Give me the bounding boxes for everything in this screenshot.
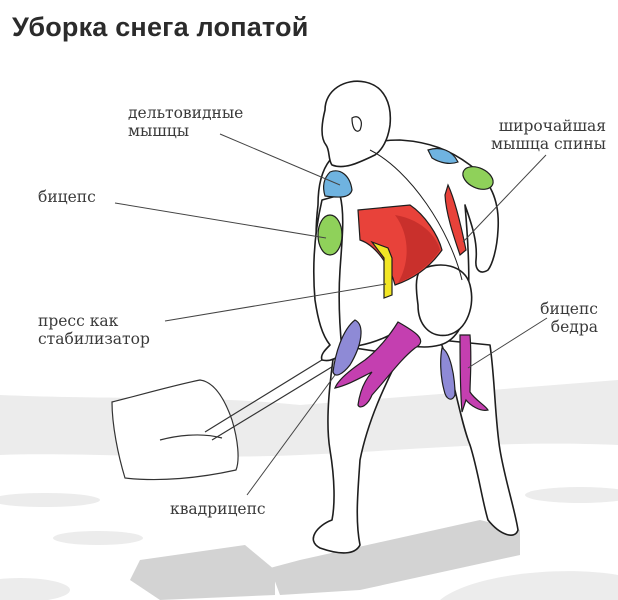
hamstrings-right [459,334,489,413]
label-abs-line1: пресс как [38,312,119,330]
hamstrings-left [334,321,422,408]
label-hamstrings-line2: бедра [550,318,598,336]
label-biceps: бицепс [38,188,96,206]
human-figure [312,80,519,554]
shovel [111,354,336,481]
label-biceps-line1: бицепс [38,188,96,206]
label-hamstrings: бицепс бедра [540,300,598,336]
muscles [317,147,494,413]
label-quadriceps-line1: квадрицепс [170,500,266,518]
label-lats-line1: широчайшая [498,117,606,135]
lats-left-shade [395,215,440,283]
label-hamstrings-line1: бицепс [540,300,598,318]
leader-lines [114,133,548,496]
label-abs: пресс как стабилизатор [38,312,150,348]
deltoid-right [427,147,459,164]
page-title: Уборка снега лопатой [12,12,309,42]
label-abs-line2: стабилизатор [38,330,150,348]
abs [370,240,393,299]
quadriceps-right [440,347,456,400]
biceps-left [317,214,343,256]
label-deltoids-line2: мышцы [128,122,190,140]
shadow [130,520,520,600]
label-quadriceps: квадрицепс [170,500,266,518]
biceps-right [462,166,494,190]
label-lats: широчайшая мышца спины [491,117,606,153]
label-lats-line2: мышца спины [491,135,606,153]
label-deltoids: дельтовидные мышцы [128,104,243,140]
quadriceps-left [332,319,362,376]
lats-right [444,183,467,257]
label-deltoids-line1: дельтовидные [128,104,244,122]
